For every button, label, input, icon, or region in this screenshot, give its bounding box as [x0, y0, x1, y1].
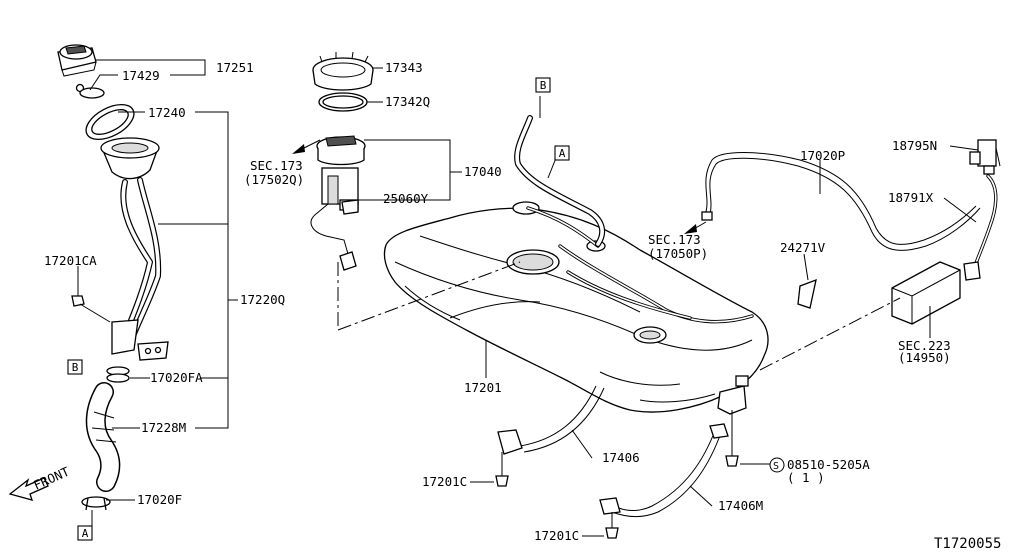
fuel-level-sensor[interactable]: [341, 199, 359, 215]
label-17406m: 17406M: [718, 498, 763, 513]
filler-gasket[interactable]: [80, 97, 139, 146]
svg-text:A: A: [559, 147, 566, 160]
svg-text:B: B: [540, 79, 547, 92]
vent-valve-18795n[interactable]: [969, 139, 1001, 175]
vent-hose-18791x[interactable]: [963, 174, 998, 281]
label-08510: 08510-5205A: [787, 457, 870, 472]
s-symbol: S: [769, 457, 785, 473]
cap-tether[interactable]: [75, 83, 105, 99]
label-18791x: 18791X: [888, 190, 934, 205]
label-17228m: 17228M: [141, 420, 186, 435]
bolt-17201c-1[interactable]: [495, 452, 509, 487]
evap-canister[interactable]: [891, 261, 961, 325]
label-17201: 17201: [464, 380, 502, 395]
label-17020f: 17020F: [137, 492, 182, 507]
label-17342q: 17342Q: [385, 94, 430, 109]
evap-line-17020p[interactable]: [701, 152, 981, 251]
label-17201c-1: 17201C: [422, 474, 467, 489]
label-17020fa: 17020FA: [150, 370, 203, 385]
svg-text:B: B: [72, 361, 79, 374]
pump-seal[interactable]: [318, 92, 368, 112]
label-sec173-b: SEC.173: [648, 232, 701, 247]
label-sec223: SEC.223: [898, 338, 951, 353]
drawing-number: T1720055: [934, 536, 1001, 552]
label-08510-qty: ( 1 ): [787, 470, 825, 485]
front-arrow: FRONT: [8, 464, 72, 501]
filler-tube[interactable]: [100, 137, 169, 361]
label-24271v: 24271V: [780, 240, 826, 255]
bolt-17201c-2[interactable]: [605, 512, 619, 539]
label-sec173-b-ref: (17050P): [648, 246, 708, 261]
heat-insulator-24271v[interactable]: [797, 278, 817, 309]
label-17429: 17429: [122, 68, 160, 83]
label-17251: 17251: [216, 60, 254, 75]
label-17201c-2: 17201C: [534, 528, 579, 543]
leader-lines: [77, 59, 979, 537]
ref-box-b-left: B: [67, 359, 83, 375]
fuel-tank[interactable]: [383, 201, 769, 415]
fuel-pump-module[interactable]: [310, 135, 366, 271]
hose-clamp-f[interactable]: [81, 496, 111, 511]
svg-text:A: A: [82, 527, 89, 540]
label-17220q: 17220Q: [240, 292, 285, 307]
filler-cap[interactable]: [57, 44, 97, 77]
filler-hose[interactable]: [85, 382, 121, 492]
hose-clamp-fa[interactable]: [106, 366, 130, 383]
ref-box-a-bottom: A: [77, 525, 93, 541]
label-25060y: 25060Y: [383, 191, 429, 206]
svg-text:S: S: [773, 461, 779, 472]
ref-box-b-top: B: [535, 77, 551, 93]
pipe-b[interactable]: [514, 115, 606, 247]
label-18795n: 18795N: [892, 138, 937, 153]
label-17201ca: 17201CA: [44, 253, 97, 268]
label-sec223-ref: (14950): [898, 350, 951, 365]
label-17240: 17240: [148, 105, 186, 120]
ref-box-a-top: A: [554, 145, 570, 161]
label-17343: 17343: [385, 60, 423, 75]
tank-strap-17406[interactable]: [497, 385, 605, 455]
tank-strap-17406m[interactable]: [599, 423, 729, 517]
label-17020p: 17020P: [800, 148, 845, 163]
front-label: FRONT: [31, 464, 72, 493]
label-sec173-a-ref: (17502Q): [244, 172, 304, 187]
part-labels: 17251 17429 17240 17201CA 17220Q 17020FA…: [44, 60, 1001, 552]
label-sec173-a: SEC.173: [250, 158, 303, 173]
pump-lock-ring[interactable]: [312, 51, 374, 91]
bolt-17201ca[interactable]: [71, 295, 111, 323]
label-17406: 17406: [602, 450, 640, 465]
label-17040: 17040: [464, 164, 502, 179]
